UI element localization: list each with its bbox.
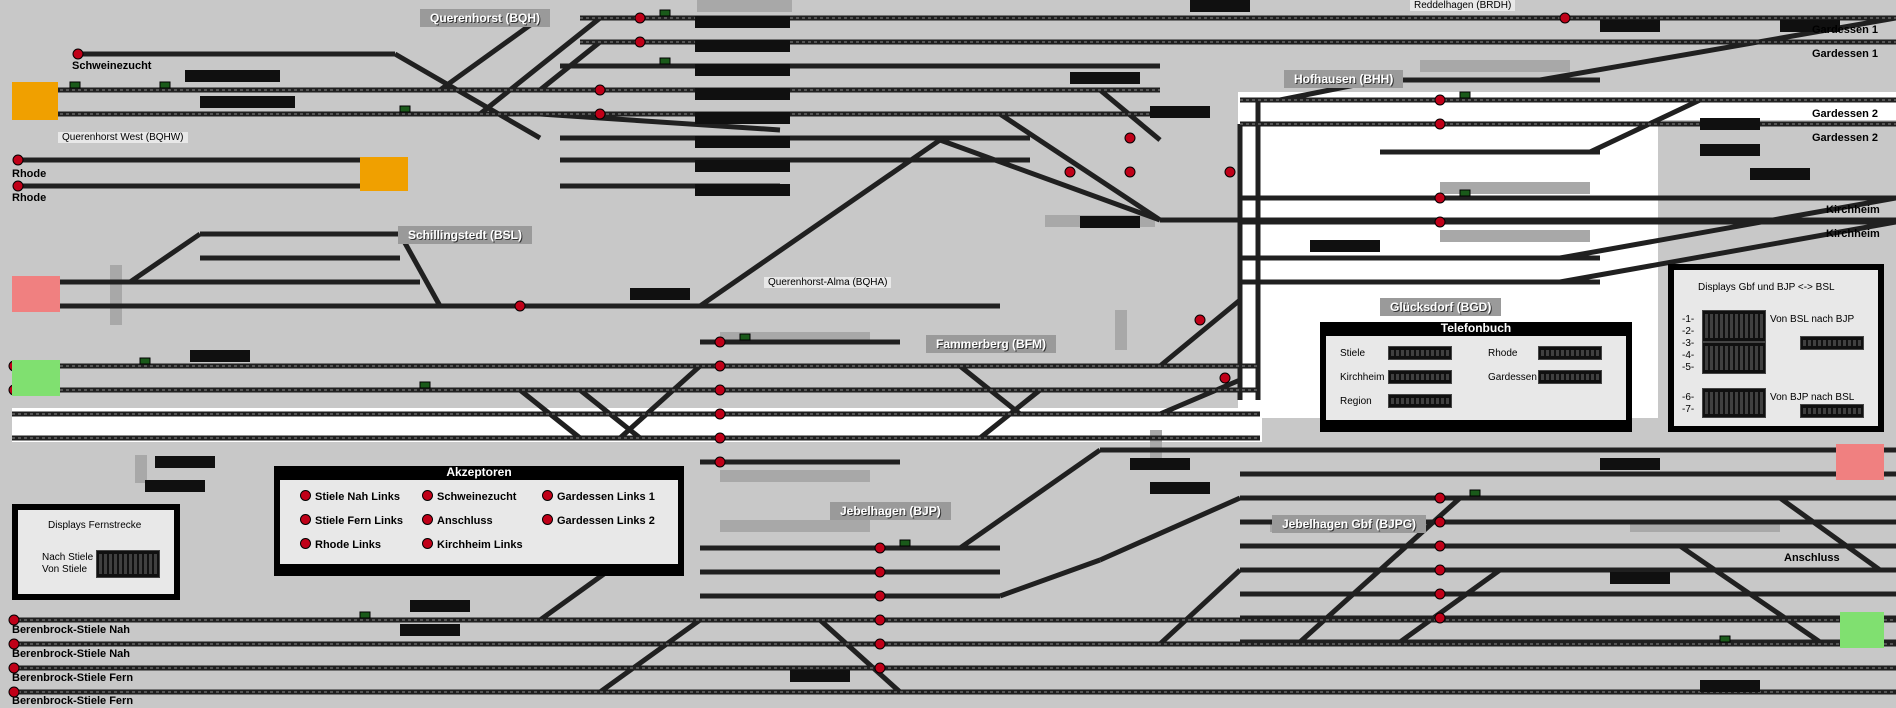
edge-kirchheim-1: Kirchheim <box>1826 204 1880 216</box>
telefonbuch-panel: Telefonbuch Stiele Rhode Kirchheim Garde… <box>1320 322 1632 432</box>
fernstrecke-title: Displays Fernstrecke <box>48 520 142 531</box>
acceptor-gardessen-links-1[interactable]: Gardessen Links 1 <box>542 490 655 503</box>
gbf-bjp-track-2: -2- <box>1682 326 1695 337</box>
acceptor-dot-icon <box>300 490 311 501</box>
acceptor-stiele-nah-links[interactable]: Stiele Nah Links <box>300 490 400 503</box>
edge-gardessen-2b: Gardessen 2 <box>1812 132 1879 144</box>
station-schillingstedt: Schillingstedt (BSL) <box>398 226 532 244</box>
acceptor-dot-icon <box>300 538 311 549</box>
white-track-area <box>1238 92 1896 120</box>
zone-querenhorst-west[interactable] <box>12 82 58 120</box>
phone-display-gardessen[interactable] <box>1538 370 1602 384</box>
gbf-bjp-display-2 <box>1702 342 1766 374</box>
zone-jebelhagen-east[interactable] <box>1836 444 1884 480</box>
acceptor-gardessen-links-2[interactable]: Gardessen Links 2 <box>542 514 655 527</box>
block-displays <box>145 0 1840 692</box>
akzeptoren-panel: Akzeptoren Stiele Nah Links Schweinezuch… <box>274 466 684 576</box>
zone-jebelhagen-gbf-east[interactable] <box>1840 612 1884 648</box>
phone-display-stiele[interactable] <box>1388 346 1452 360</box>
station-querenhorst-alma: Querenhorst-Alma (BQHA) <box>764 277 892 288</box>
edge-schweinezucht: Schweinezucht <box>72 60 152 72</box>
acceptor-dot-icon <box>422 514 433 525</box>
station-querenhorst: Querenhorst (BQH) <box>420 9 551 27</box>
edge-rhode-1: Rhode <box>12 168 47 180</box>
acceptor-dot-icon <box>300 514 311 525</box>
acceptor-rhode-links[interactable]: Rhode Links <box>300 538 381 551</box>
phone-display-kirchheim[interactable] <box>1388 370 1452 384</box>
phone-label-region: Region <box>1340 396 1372 407</box>
station-jebelhagen: Jebelhagen (BJP) <box>830 502 951 520</box>
fernstrecke-display <box>96 550 160 578</box>
phone-display-region[interactable] <box>1388 394 1452 408</box>
edge-gardessen-2a: Gardessen 2 <box>1812 108 1879 120</box>
gbf-bjp-track-3: -3- <box>1682 338 1695 349</box>
station-reddelhagen: Reddelhagen (BRDH) <box>1410 0 1516 11</box>
edge-berenbrock-nah-1: Berenbrock-Stiele Nah <box>12 624 130 636</box>
gbf-bjp-display-5 <box>1800 404 1864 418</box>
acceptor-anschluss[interactable]: Anschluss <box>422 514 493 527</box>
edge-anschluss: Anschluss <box>1784 552 1840 564</box>
gbf-bjp-display-4 <box>1702 388 1766 418</box>
phone-label-stiele: Stiele <box>1340 348 1366 359</box>
gbf-bjp-title: Displays Gbf und BJP <-> BSL <box>1698 282 1835 293</box>
gbf-bjp-track-4: -4- <box>1682 350 1695 361</box>
acceptor-dot-icon <box>542 490 553 501</box>
phone-label-rhode: Rhode <box>1488 348 1518 359</box>
akzeptoren-title: Akzeptoren <box>280 466 678 480</box>
acceptor-stiele-fern-links[interactable]: Stiele Fern Links <box>300 514 403 527</box>
gbf-bjp-track-6: -6- <box>1682 392 1695 403</box>
edge-rhode-2: Rhode <box>12 192 47 204</box>
station-querenhorst-west: Querenhorst West (BQHW) <box>58 132 188 143</box>
station-fammerberg: Fammerberg (BFM) <box>926 335 1057 353</box>
gbf-bjp-label-1: Von BSL nach BJP <box>1770 314 1855 325</box>
acceptor-kirchheim-links[interactable]: Kirchheim Links <box>422 538 523 551</box>
edge-kirchheim-2: Kirchheim <box>1826 228 1880 240</box>
edge-berenbrock-nah-2: Berenbrock-Stiele Nah <box>12 648 130 660</box>
telefonbuch-title: Telefonbuch <box>1326 322 1626 336</box>
edge-gardessen-1b: Gardessen 1 <box>1812 48 1879 60</box>
zone-fammerberg-west[interactable] <box>12 360 60 396</box>
fernstrecke-row-von: Von Stiele <box>42 564 88 575</box>
gbf-bjp-track-5: -5- <box>1682 362 1695 373</box>
edge-gardessen-1a: Gardessen 1 <box>1812 24 1879 36</box>
phone-display-rhode[interactable] <box>1538 346 1602 360</box>
signals <box>8 9 1731 698</box>
gbf-bjp-display-1 <box>1702 310 1766 342</box>
acceptor-dot-icon <box>422 538 433 549</box>
phone-label-gardessen: Gardessen <box>1488 372 1537 383</box>
station-jebelhagen-gbf: Jebelhagen Gbf (BJPG) <box>1272 515 1427 533</box>
edge-berenbrock-fern-2: Berenbrock-Stiele Fern <box>12 695 134 707</box>
edge-berenbrock-fern-1: Berenbrock-Stiele Fern <box>12 672 134 684</box>
zone-schillingstedt-west[interactable] <box>12 276 60 312</box>
acceptor-dot-icon <box>542 514 553 525</box>
phone-label-kirchheim: Kirchheim <box>1340 372 1385 383</box>
gbf-bjp-label-2: Von BJP nach BSL <box>1770 392 1855 403</box>
station-hofhausen: Hofhausen (BHH) <box>1284 70 1404 88</box>
station-gluecksdorf: Glücksdorf (BGD) <box>1380 298 1502 316</box>
zone-rhode[interactable] <box>360 157 408 191</box>
gbf-bjp-panel: Displays Gbf und BJP <-> BSL -1- -2- -3-… <box>1668 264 1884 432</box>
acceptor-schweinezucht[interactable]: Schweinezucht <box>422 490 516 503</box>
gbf-bjp-track-1: -1- <box>1682 314 1695 325</box>
gbf-bjp-display-3 <box>1800 336 1864 350</box>
fernstrecke-panel: Displays Fernstrecke Nach Stiele Von Sti… <box>12 504 180 600</box>
acceptor-dot-icon <box>422 490 433 501</box>
fernstrecke-row-nach: Nach Stiele <box>42 552 94 563</box>
gbf-bjp-track-7: -7- <box>1682 404 1695 415</box>
